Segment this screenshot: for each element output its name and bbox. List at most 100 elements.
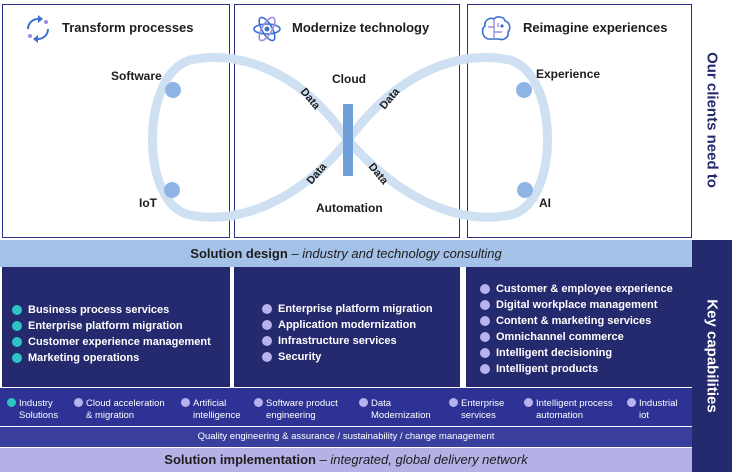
strip-item-line2: automation — [536, 410, 584, 421]
bullet-dot — [262, 320, 272, 330]
atom-icon — [253, 16, 281, 42]
capability-label: Intelligent decisioning — [496, 347, 613, 359]
bullet-dot — [480, 300, 490, 310]
node-experience — [516, 82, 532, 98]
node-label-ai: AI — [539, 196, 551, 210]
capability-list-technology: Enterprise platform migration Applicatio… — [262, 301, 433, 365]
side-text-our-clients: Our clients need to — [703, 52, 721, 188]
list-item: Infrastructure services — [262, 333, 433, 349]
capability-label: Security — [278, 351, 322, 363]
capability-box-processes — [2, 267, 230, 387]
strip-item-line2: & migration — [86, 410, 135, 421]
node-label-experience: Experience — [536, 67, 601, 81]
capability-label: Marketing operations — [28, 352, 140, 364]
list-item: Omnichannel commerce — [480, 329, 673, 345]
bullet-dot — [12, 353, 22, 363]
capability-label: Application modernization — [278, 319, 417, 331]
capability-label: Content & marketing services — [496, 315, 652, 327]
capability-label: Intelligent products — [496, 363, 599, 375]
bullet-dot — [12, 305, 22, 315]
list-item: Intelligent decisioning — [480, 345, 673, 361]
strip-item-line2: services — [461, 410, 496, 421]
quality-band: Quality engineering & assurance / sustai… — [0, 427, 692, 447]
strip-item-line2: Solutions — [19, 410, 59, 421]
capability-list-experiences: Customer & employee experience Digital w… — [480, 281, 673, 377]
bullet-dot — [262, 352, 272, 362]
node-iot — [164, 182, 180, 198]
solution-design-subtitle: – industry and technology consulting — [287, 246, 502, 261]
strip-item-line2: engineering — [266, 410, 316, 421]
bullet-dot — [627, 398, 636, 407]
bullet-dot — [480, 364, 490, 374]
list-item: Security — [262, 349, 433, 365]
solution-design-title: Solution design — [190, 246, 288, 261]
strip-item-line1: Industrial — [639, 398, 678, 409]
capability-box-experiences — [466, 267, 692, 387]
strip-item-line1: Artificial — [193, 398, 227, 409]
solution-implementation-subtitle: – integrated, global delivery network — [315, 452, 528, 467]
solution-design-band: Solution design – industry and technolog… — [0, 240, 692, 267]
bullet-dot — [12, 337, 22, 347]
node-software — [165, 82, 181, 98]
list-item: Marketing operations — [12, 350, 211, 366]
center-bar — [343, 104, 353, 176]
brain-icon — [481, 16, 511, 41]
capability-label: Business process services — [28, 304, 170, 316]
strip-item-line2: iot — [639, 410, 650, 421]
list-item: Customer experience management — [12, 334, 211, 350]
panel-title-reimagine: Reimagine experiences — [523, 20, 668, 35]
panel-transform-processes — [2, 4, 230, 238]
bullet-dot — [480, 332, 490, 342]
solution-implementation-band: Solution implementation – integrated, gl… — [0, 448, 692, 472]
strip-item-line1: Enterprise — [461, 398, 505, 409]
bullet-dot — [12, 321, 22, 331]
infinity-loop-diagram — [148, 53, 552, 222]
bullet-dot — [449, 398, 458, 407]
list-item: Customer & employee experience — [480, 281, 673, 297]
strip-item-line1: Software product — [266, 398, 338, 409]
side-label-our-clients: Our clients need to — [692, 0, 732, 240]
bullet-dot — [480, 284, 490, 294]
capability-label: Omnichannel commerce — [496, 331, 624, 343]
capability-label: Enterprise platform migration — [278, 303, 433, 315]
bullet-dot — [7, 398, 16, 407]
capability-label: Customer experience management — [28, 336, 211, 348]
strip-item-line1: Intelligent process — [536, 398, 613, 409]
node-ai — [517, 182, 533, 198]
list-item: Digital workplace management — [480, 297, 673, 313]
bullet-dot — [262, 336, 272, 346]
side-text-key-capabilities: Key capabilities — [703, 299, 721, 413]
list-item: Enterprise platform migration — [12, 318, 211, 334]
bullet-dot — [359, 398, 368, 407]
solution-implementation-title: Solution implementation — [164, 452, 316, 467]
panel-title-transform: Transform processes — [62, 20, 194, 35]
bullet-dot — [262, 304, 272, 314]
bullet-dot — [524, 398, 533, 407]
capability-label: Infrastructure services — [278, 335, 397, 347]
strip-item-line2: Modernization — [371, 410, 431, 421]
capability-label: Enterprise platform migration — [28, 320, 183, 332]
bullet-dot — [74, 398, 83, 407]
strip-item-line1: Data — [371, 398, 392, 409]
panel-title-modernize: Modernize technology — [292, 20, 430, 35]
capability-label: Customer & employee experience — [496, 283, 673, 295]
panel-reimagine-experiences — [467, 4, 692, 238]
list-item: Business process services — [12, 302, 211, 318]
capability-box-technology — [234, 267, 460, 387]
node-label-automation: Automation — [316, 201, 383, 215]
node-label-cloud: Cloud — [332, 72, 366, 86]
strip-item-line1: Cloud acceleration — [86, 398, 165, 409]
list-item: Content & marketing services — [480, 313, 673, 329]
strip-item-line2: intelligence — [193, 410, 241, 421]
side-label-key-capabilities: Key capabilities — [692, 240, 732, 472]
node-label-software: Software — [111, 69, 162, 83]
bullet-dot — [480, 316, 490, 326]
